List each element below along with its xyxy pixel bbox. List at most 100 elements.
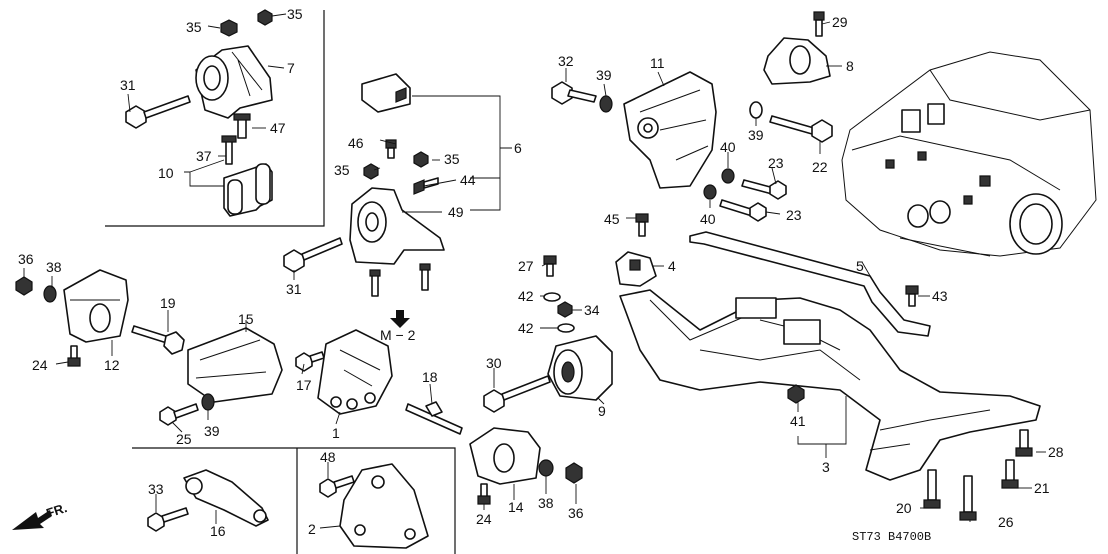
- washer-39c: [201, 393, 215, 411]
- nut-36a: [15, 276, 33, 296]
- callout-36-a: 36: [18, 251, 34, 267]
- nut-36b: [565, 462, 583, 484]
- nut-35c: [363, 163, 379, 180]
- callout-12: 12: [104, 357, 120, 373]
- studs-center: [369, 263, 431, 297]
- callout-40-a: 40: [720, 139, 736, 155]
- callout-24-a: 24: [32, 357, 48, 373]
- callout-39-a: 39: [596, 67, 612, 83]
- part-2-bracket: [339, 463, 429, 549]
- part-7-mount: [195, 45, 273, 119]
- callout-37: 37: [196, 148, 212, 164]
- callout-42-b: 42: [518, 320, 534, 336]
- bolt-25: [159, 403, 199, 426]
- bolt-47: [233, 113, 251, 139]
- callout-14: 14: [508, 499, 524, 515]
- washer-40a: [721, 168, 735, 184]
- stud-18: [405, 401, 463, 435]
- leader-lines: [23, 13, 1046, 529]
- callout-34: 34: [584, 302, 600, 318]
- callout-44: 44: [460, 172, 476, 188]
- bolt-48: [319, 475, 355, 498]
- callout-32: 32: [558, 53, 574, 69]
- bolt-29: [813, 11, 825, 37]
- bolt-30: [483, 375, 551, 413]
- bolt-43: [905, 285, 919, 307]
- callout-22: 22: [812, 159, 828, 175]
- callout-25: 25: [176, 431, 192, 447]
- part-3-subframe: [619, 289, 1041, 481]
- callout-46: 46: [348, 135, 364, 151]
- part-11-bracket: [623, 71, 717, 189]
- callout-28: 28: [1048, 444, 1064, 460]
- part-6-block: [361, 73, 411, 113]
- bolt-27: [543, 255, 557, 277]
- reference-label-m2: M − 2: [380, 327, 416, 343]
- callout-1: 1: [332, 425, 340, 441]
- callout-7: 7: [287, 60, 295, 76]
- part-15-bracket: [187, 327, 283, 403]
- bolt-37: [221, 135, 237, 165]
- part-12-mount: [63, 269, 129, 343]
- washer-38b: [538, 459, 554, 477]
- nut-35d: [413, 151, 429, 168]
- callout-47: 47: [270, 120, 286, 136]
- callout-27: 27: [518, 258, 534, 274]
- washer-42a: [543, 292, 561, 302]
- callout-42-a: 42: [518, 288, 534, 304]
- callout-35-d: 35: [444, 151, 460, 167]
- part-10-spacer: [223, 163, 273, 217]
- callout-35-a: 35: [186, 19, 202, 35]
- bolt-33: [147, 507, 189, 532]
- bolt-23a: [741, 179, 787, 200]
- bolt-24b: [477, 483, 491, 505]
- callout-20: 20: [896, 500, 912, 516]
- callout-31-center: 31: [286, 281, 302, 297]
- callout-16: 16: [210, 523, 226, 539]
- callout-29: 29: [832, 14, 848, 30]
- callout-24-b: 24: [476, 511, 492, 527]
- part-4-mount: [615, 251, 657, 287]
- callout-4: 4: [668, 258, 676, 274]
- callout-35-c: 35: [334, 162, 350, 178]
- callout-labels: 35 35 7 31 47 37 10 6 46 35 35 44 49 31 …: [18, 6, 1064, 539]
- callout-8: 8: [846, 58, 854, 74]
- inset-box-bottom: [132, 447, 456, 554]
- car-illustration: [841, 51, 1097, 257]
- callout-23-a: 23: [768, 155, 784, 171]
- callout-39-c: 39: [204, 423, 220, 439]
- washer-38a: [43, 285, 57, 303]
- callout-19: 19: [160, 295, 176, 311]
- callout-18: 18: [422, 369, 438, 385]
- bolt-24a: [67, 345, 81, 367]
- callout-30: 30: [486, 355, 502, 371]
- callout-38-a: 38: [46, 259, 62, 275]
- bolt-31-top: [125, 95, 191, 129]
- nut-41: [787, 384, 805, 404]
- callout-36-b: 36: [568, 505, 584, 521]
- inset-box-top-left: [105, 10, 325, 227]
- callout-45: 45: [604, 211, 620, 227]
- nut-34: [557, 301, 573, 318]
- callout-2: 2: [308, 521, 316, 537]
- part-8-mount: [763, 37, 831, 85]
- part-16-rod: [183, 469, 269, 527]
- nut-35b: [257, 9, 273, 26]
- washer-40b: [703, 184, 717, 200]
- callout-21: 21: [1034, 480, 1050, 496]
- bolt-19: [131, 325, 185, 355]
- part-1-bracket: [317, 329, 393, 415]
- callout-38-b: 38: [538, 495, 554, 511]
- bolt-26: [959, 475, 977, 521]
- bolt-28: [1015, 429, 1033, 457]
- callout-9: 9: [598, 403, 606, 419]
- callout-31-top: 31: [120, 77, 136, 93]
- bolt-17: [295, 351, 325, 372]
- callout-33: 33: [148, 481, 164, 497]
- callout-48: 48: [320, 449, 336, 465]
- nut-35a: [220, 19, 238, 37]
- bolt-20: [923, 469, 941, 509]
- callout-15: 15: [238, 311, 254, 327]
- bolt-31-center: [283, 237, 343, 273]
